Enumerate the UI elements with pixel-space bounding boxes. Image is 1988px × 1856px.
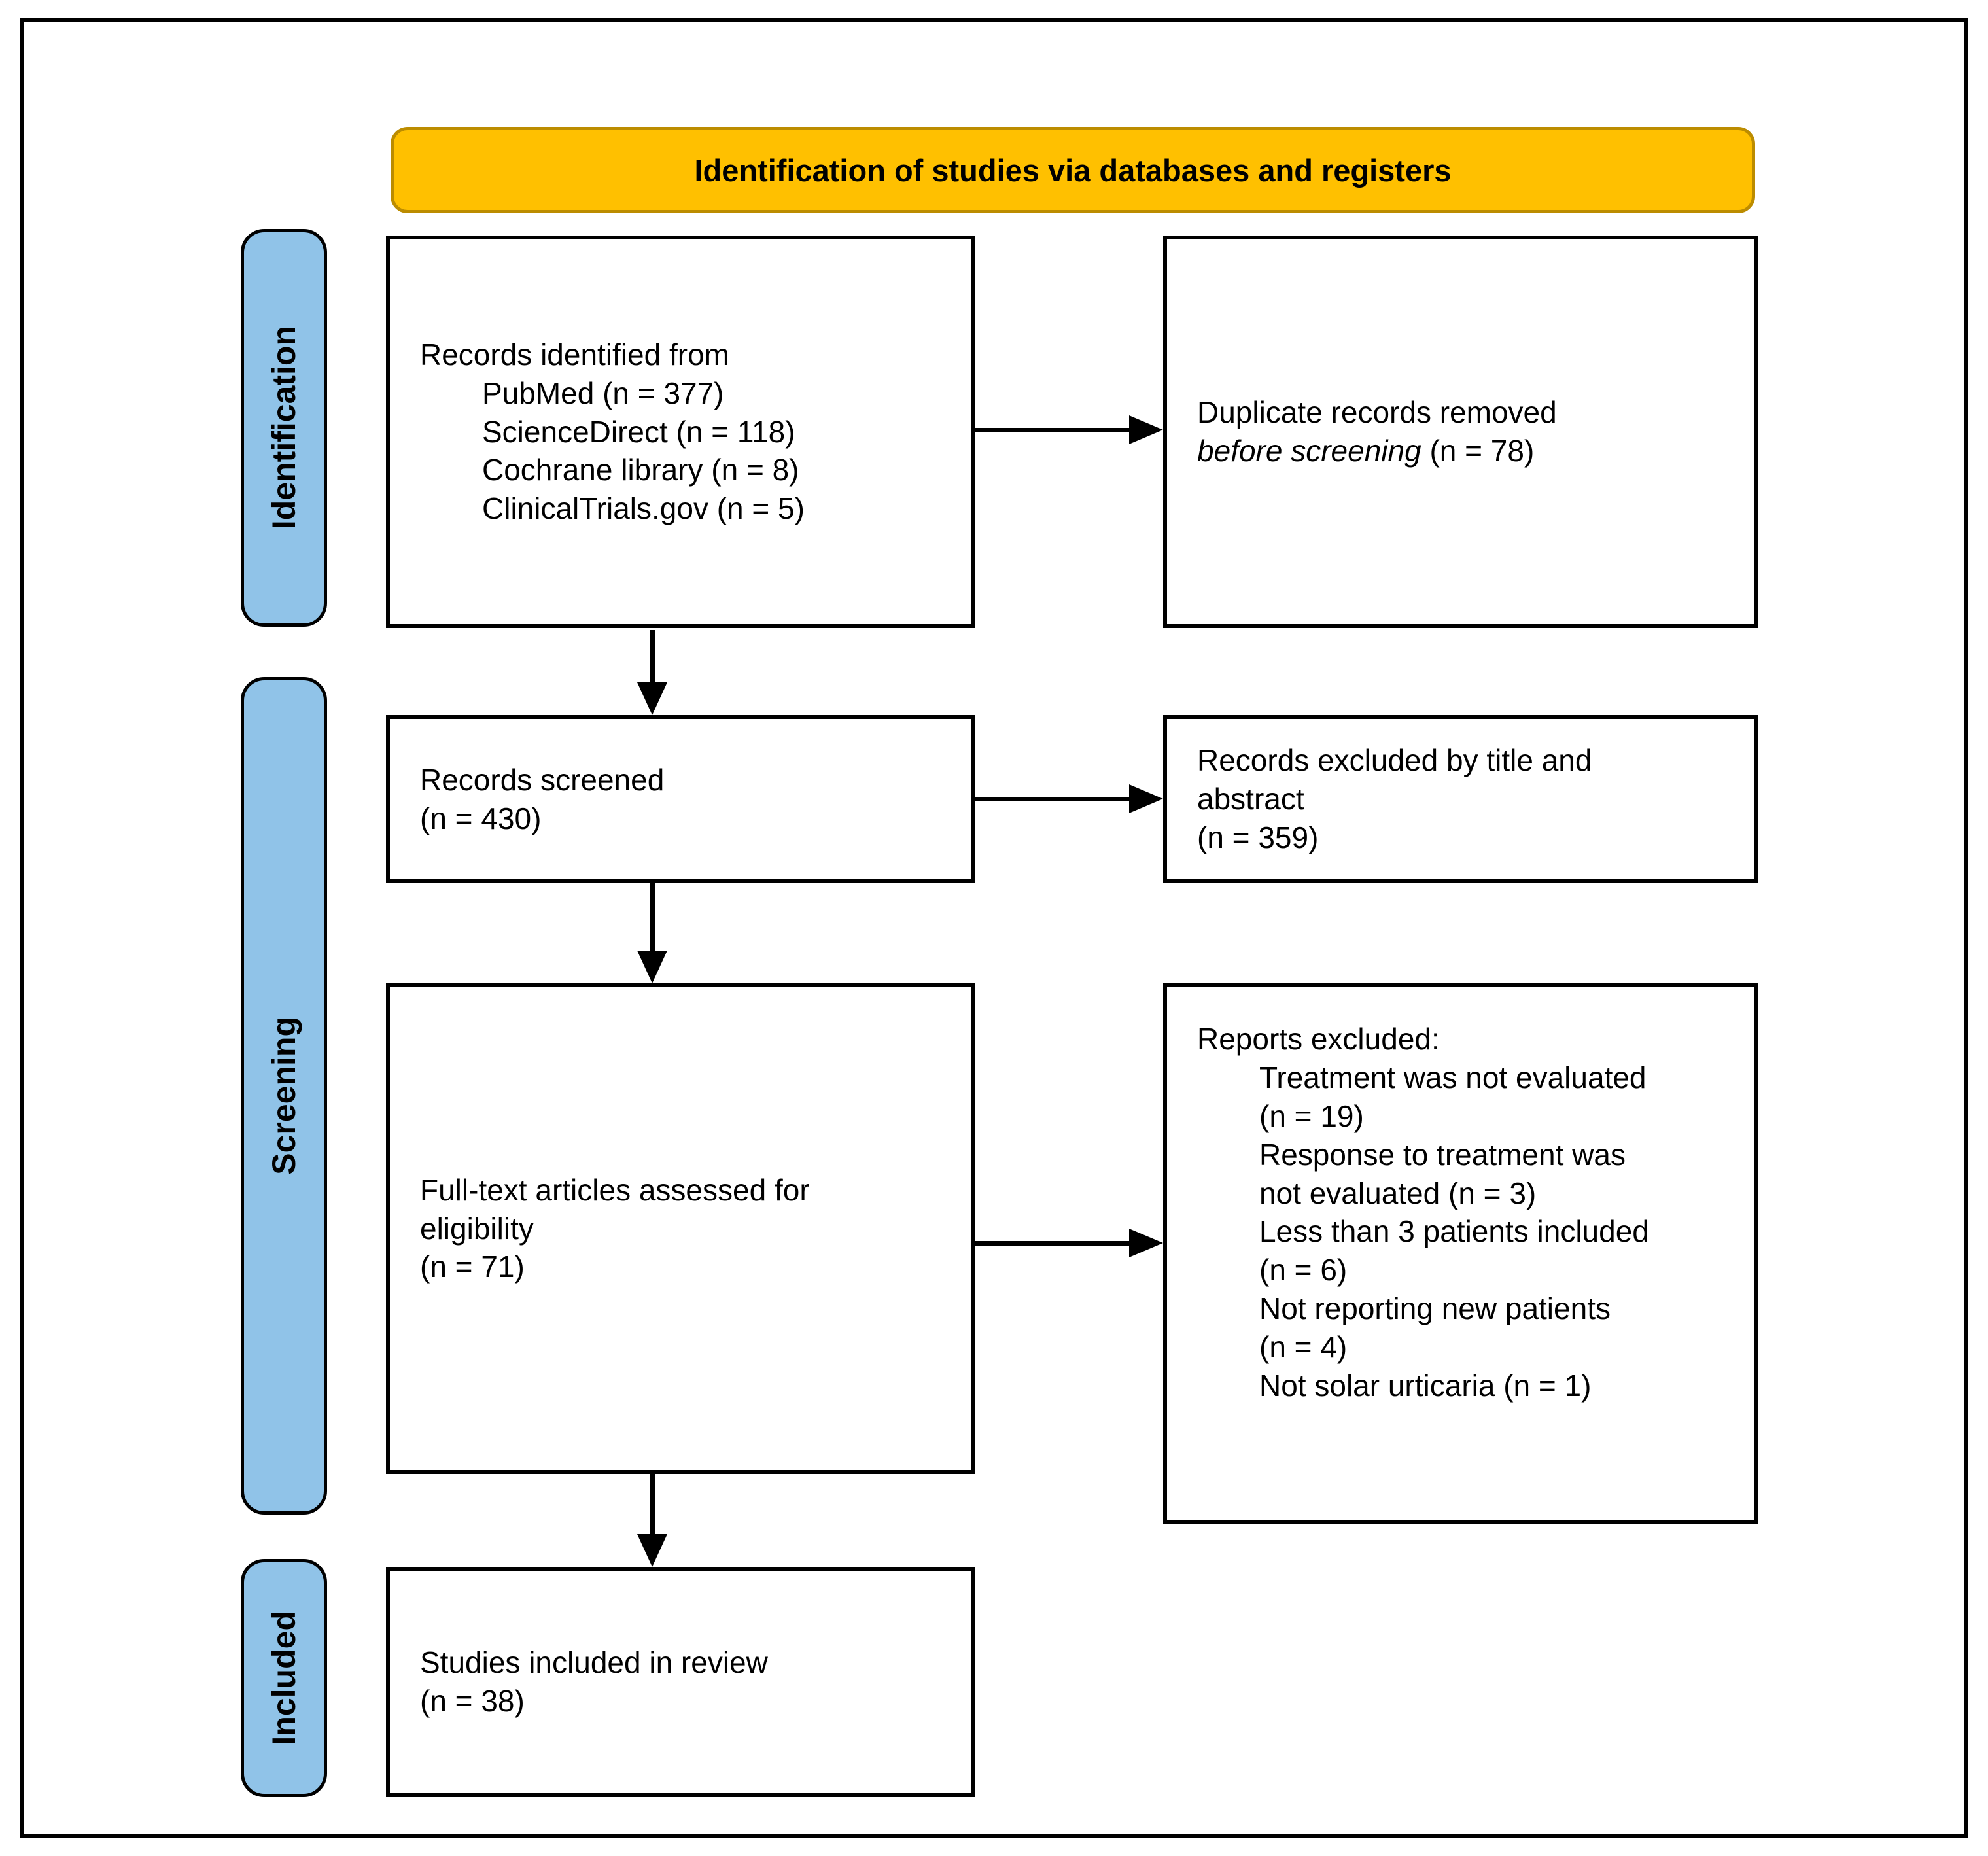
stage-included: Included — [241, 1559, 327, 1797]
arrow-screened-to-excluded-stem — [975, 797, 1132, 801]
reports-excluded-item: Treatment was not evaluated — [1259, 1060, 1647, 1094]
reports-excluded-item: not evaluated (n = 3) — [1259, 1176, 1537, 1210]
records-excluded-count: (n = 359) — [1197, 820, 1319, 854]
fulltext-line: eligibility — [420, 1211, 534, 1246]
box-records-identified: Records identified from PubMed (n = 377)… — [386, 236, 975, 628]
banner: Identification of studies via databases … — [391, 127, 1755, 213]
studies-included-count: (n = 38) — [420, 1684, 525, 1718]
reports-excluded-item: (n = 19) — [1259, 1098, 1364, 1133]
stage-identification: Identification — [241, 229, 327, 627]
reports-excluded-item: (n = 6) — [1259, 1253, 1348, 1287]
records-screened-line: Records screened — [420, 762, 665, 797]
reports-excluded-item: Not reporting new patients — [1259, 1291, 1611, 1326]
outer-frame — [20, 18, 1968, 1838]
stage-screening-label: Screening — [266, 1017, 302, 1175]
stage-identification-label: Identification — [266, 326, 302, 530]
stage-included-label: Included — [266, 1611, 302, 1745]
reports-excluded-item: Response to treatment was — [1259, 1137, 1626, 1172]
stage-screening: Screening — [241, 677, 327, 1515]
records-excluded-line: abstract — [1197, 782, 1304, 816]
arrow-fulltext-to-included-stem — [650, 1474, 655, 1536]
box-fulltext-assessed: Full-text articles assessed for eligibil… — [386, 983, 975, 1474]
reports-excluded-item: Not solar urticaria (n = 1) — [1259, 1368, 1592, 1403]
studies-included-line: Studies included in review — [420, 1645, 768, 1680]
duplicates-line2: before screening (n = 78) — [1197, 432, 1735, 470]
records-screened-count: (n = 430) — [420, 801, 542, 835]
box-records-excluded: Records excluded by title and abstract (… — [1163, 715, 1758, 883]
records-identified-item: PubMed (n = 377) — [482, 376, 724, 410]
records-identified-item: ClinicalTrials.gov (n = 5) — [482, 491, 805, 526]
duplicates-before-screening: before screening — [1197, 434, 1421, 468]
arrow-screened-to-excluded-head — [1129, 784, 1163, 813]
records-excluded-line: Records excluded by title and — [1197, 743, 1592, 778]
arrow-screened-to-fulltext-stem — [650, 883, 655, 952]
arrow-identified-to-screened-head — [637, 682, 667, 715]
box-studies-included: Studies included in review (n = 38) — [386, 1567, 975, 1797]
arrow-fulltext-to-included-head — [637, 1534, 667, 1567]
arrow-identified-to-duplicates-stem — [975, 428, 1132, 432]
fulltext-count: (n = 71) — [420, 1250, 525, 1284]
arrow-fulltext-to-reports-excluded-head — [1129, 1229, 1163, 1257]
duplicates-count: (n = 78) — [1429, 434, 1535, 468]
records-identified-item: Cochrane library (n = 8) — [482, 453, 799, 487]
records-identified-item: ScienceDirect (n = 118) — [482, 414, 795, 449]
duplicates-line: Duplicate records removed — [1197, 395, 1557, 430]
arrow-fulltext-to-reports-excluded-stem — [975, 1241, 1132, 1246]
fulltext-line: Full-text articles assessed for — [420, 1172, 810, 1207]
arrow-identified-to-duplicates-head — [1129, 415, 1163, 444]
banner-title: Identification of studies via databases … — [694, 152, 1452, 188]
arrow-screened-to-fulltext-head — [637, 951, 667, 983]
reports-excluded-item: Less than 3 patients included — [1259, 1214, 1649, 1249]
reports-excluded-heading: Reports excluded: — [1197, 1022, 1440, 1056]
box-records-screened: Records screened (n = 430) — [386, 715, 975, 883]
box-duplicates-removed: Duplicate records removed before screeni… — [1163, 236, 1758, 628]
box-reports-excluded: Reports excluded: Treatment was not eval… — [1163, 983, 1758, 1524]
arrow-identified-to-screened-stem — [650, 630, 655, 686]
records-identified-heading: Records identified from — [420, 337, 729, 372]
reports-excluded-item: (n = 4) — [1259, 1330, 1348, 1364]
